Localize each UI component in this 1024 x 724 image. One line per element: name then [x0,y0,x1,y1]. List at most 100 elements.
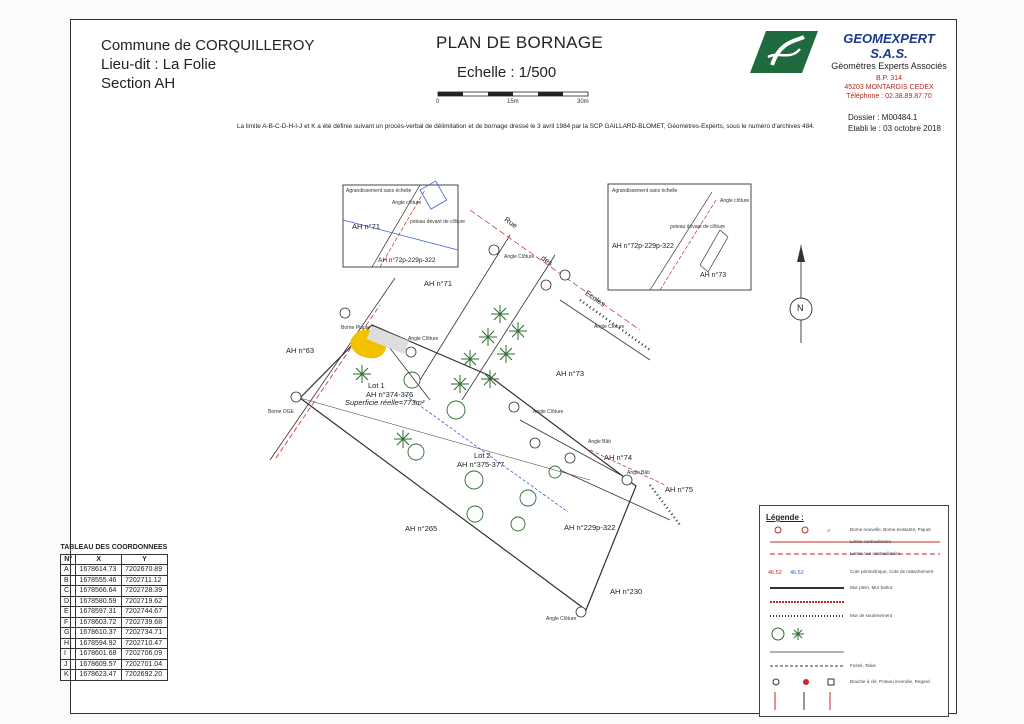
lot1-label: Lot 1 [368,381,385,390]
parcel-ah75: AH n°75 [665,485,694,494]
boundary-points [290,244,633,618]
scale-label: Echelle : 1/500 [457,64,557,81]
dossier-block: Dossier : M00484.1 Etabli le : 03 octobr… [848,112,941,134]
col-header-n: N° [59,553,77,565]
company-subtitle: Géomètres Experts Associés [831,61,947,71]
boundary-note: La limite A-B-C-D-H-I-J et K a été défin… [237,123,815,130]
angle-bati-k: Angle Bâti [627,470,650,476]
scale-tick-30: 30m [577,99,589,105]
trees [403,371,562,532]
angle-cloture-d: Angle Clôture [408,336,439,342]
company-block: GEOMEXPERT S.A.S. Géomètres Experts Asso… [829,31,949,101]
palm-trees [353,305,527,448]
legend-item-fosse: Fossé, Talus [850,663,876,668]
parcel-ah63: AH n°63 [286,346,315,355]
inset-right-poteau: poteau dévant de clôture [670,224,726,230]
header-left: Commune de CORQUILLEROY Lieu-dit : La Fo… [101,36,314,93]
street-edge-1 [419,234,511,381]
legend-item-mur-soutenement: Mur de soutènement [850,613,893,618]
company-name: GEOMEXPERT S.A.S. [843,31,935,61]
talus-line-2 [649,484,681,526]
company-city: 45203 MONTARGIS CEDEX [844,84,934,91]
inset-left-caption: Agrandissement sans échelle [346,188,412,194]
legend-item-cotes: Cote périmétrique, Cote de rattachement [850,569,934,574]
legend-value-red: 46.52 [768,570,782,576]
page-title: PLAN DE BORNAGE [436,33,603,52]
inset-right [607,183,752,291]
legend-title: Légende : [766,513,804,522]
inset-right-ah72: AH n°72p-229p-322 [612,243,674,250]
company-phone: Téléphone : 02.38.89.87.70 [846,93,932,100]
company-logo [750,31,818,73]
lot2-ref: AH n°375-377 [457,460,505,469]
inset-left-ah71: AH n°71 [352,222,381,231]
lot-internal-line [404,394,569,513]
legend-box: Légende : ♂ Borne nouvelle, Borne exista… [759,505,949,717]
scale-tick-15: 15m [507,99,519,105]
dossier-number: Dossier : M00484.1 [848,113,918,122]
angle-cloture-h: Angle Clôture [533,409,564,415]
street-edge-2 [461,254,556,401]
section: Section AH [101,75,176,92]
parcel-ah230: AH n°230 [610,587,643,596]
scale-bar [437,91,589,97]
lot1-ref: AH n°374-376 [366,390,414,399]
borne-plante: Borne Plante [341,325,370,331]
inset-left [342,184,459,268]
lot2-label: Lot 2 [474,451,491,460]
col-header-x: X [75,553,123,565]
svg-text:♂: ♂ [826,528,831,535]
col-header-y: Y [121,553,168,565]
commune: Commune de CORQUILLEROY [101,37,315,54]
angle-bati-i: Angle Bâti [588,439,611,445]
boundary-ah73 [559,299,651,361]
scale-tick-0: 0 [436,99,440,105]
compass-label: N [797,303,804,313]
parcel-ah229: AH n°229p-322 [564,523,616,532]
north-compass [789,245,813,343]
inset-right-ah73: AH n°73 [700,272,727,279]
inset-right-angle: Angle clôture [720,198,750,204]
legend-value-blue: 46.52 [790,570,804,576]
hatched-strip [366,326,410,354]
street-axis [469,209,641,331]
parcel-ah265: AH n°265 [405,524,438,533]
angle-cloture-e: Angle Clôture [504,254,535,260]
legend-item-mur-plein: Mur plein, Mur bahut [850,585,893,590]
dossier-date: Etabli le : 03 octobre 2018 [848,124,941,133]
lieu-dit: Lieu-dit : La Folie [101,56,217,73]
inset-left-poteau: poteau dévant de clôture [410,219,466,225]
legend-item-contradictoire: Limite contradictoire [850,539,892,544]
legend-symbols: ♂ [770,526,940,710]
legend-item-bornes: Borne nouvelle, Borne existante, Piquet [850,527,931,532]
inset-right-caption: Agrandissement sans échelle [612,188,678,194]
boundary-ah229 [589,449,666,486]
legend-item-non-contradictoire: Limite non contradictoire [850,551,901,556]
angle-cloture-g: Angle Clôture [594,324,625,330]
coordinates-caption: TABLEAU DES COORDONNEES [60,544,168,552]
boundary-ah63 [269,277,396,461]
boundary-ah75 [559,469,671,521]
boundary-ah74 [519,419,631,481]
parcel-ah73: AH n°73 [556,369,585,378]
inset-left-ah72: AH n°72p-229p-322 [378,257,436,264]
inset-left-angle: Angle clôture [392,200,422,206]
borne-oge: Borne OGE [268,409,294,415]
parcel-ah71: AH n°71 [424,279,453,288]
angle-cloture-a: Angle Clôture [546,616,577,622]
lot1-area: Superficie réelle=773m² [345,398,425,407]
legend-item-bouche: Bouche à clé, Poteau incendie, Regard [850,679,930,684]
